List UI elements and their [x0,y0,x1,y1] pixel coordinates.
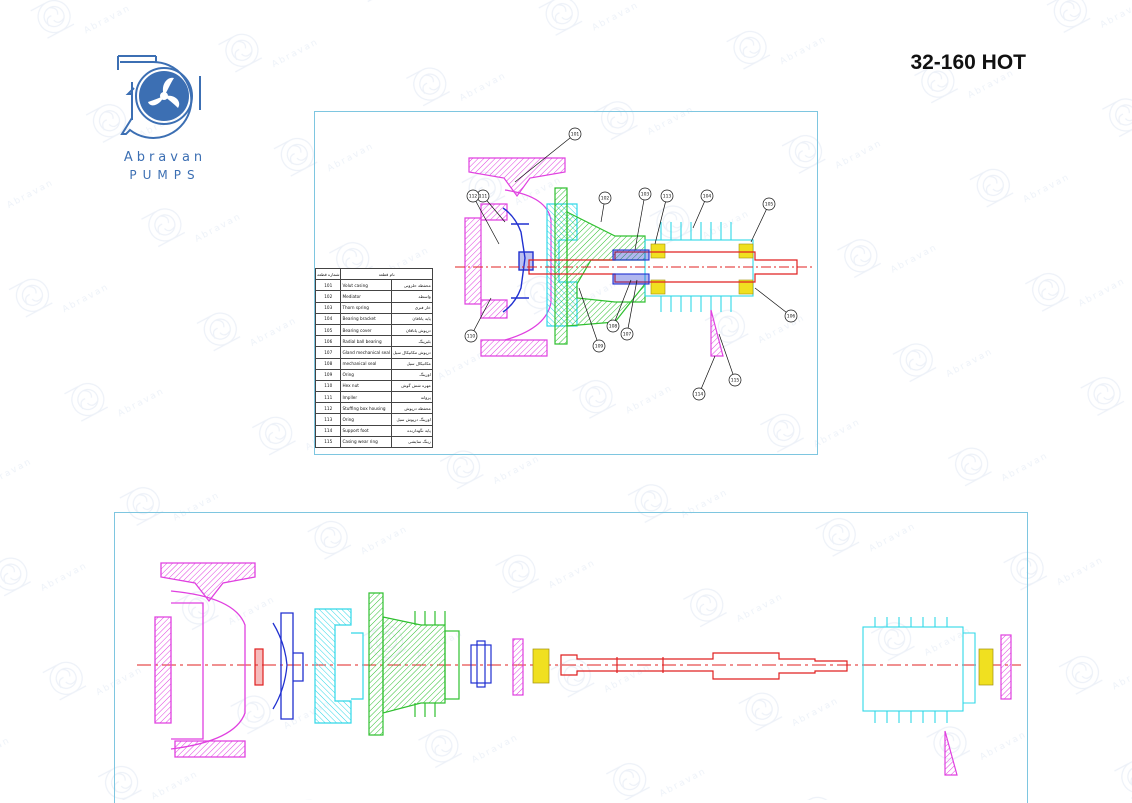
exploded-bearing-cover [512,638,524,696]
exploded-bearing-2 [978,648,994,686]
volute-casing [464,157,566,357]
callout-label: 115 [731,378,740,384]
part-name-en: Casing wear ring [340,435,392,449]
callout-label: 112 [469,194,478,200]
stuffing-box-housing [554,187,646,345]
exploded-casing-wear-ring [254,648,264,686]
exploded-stuffing-box-housing [368,592,460,736]
callout-label: 101 [571,132,580,138]
callout-107: 107 [620,279,638,341]
exploded-support-foot [944,730,958,776]
callout-108: 108 [606,279,632,333]
callout-109: 109 [578,287,606,353]
bearing-bracket [644,222,754,312]
callout-label: 108 [609,324,618,330]
callout-102: 102 [598,191,612,223]
callout-103: 103 [634,187,652,251]
callout-label: 105 [765,202,774,208]
callout-label: 109 [595,344,604,350]
callout-label: 107 [623,332,632,338]
callout-110: 110 [464,297,492,343]
callout-label: 111 [479,194,488,200]
exploded-volute-casing [154,562,256,758]
callout-113: 113 [654,189,674,245]
callout-111: 111 [476,189,506,223]
callout-label: 110 [467,334,476,340]
part-number: 115 [314,435,342,449]
radial-ball-bearing [650,243,754,295]
exploded-bearing-bracket [862,617,976,723]
callout-115: 115 [718,333,742,387]
exploded-impeller [272,612,304,720]
mechanical-seal [612,249,650,285]
brand-logo: Abravan PUMPS [100,48,230,188]
pump-logo-icon [117,55,201,139]
callout-104: 104 [692,189,714,229]
callout-label: 103 [641,192,650,198]
part-number: 114 [314,424,342,437]
exploded-bearing-1 [532,648,550,684]
callout-105: 105 [750,197,776,243]
support-foot [710,309,724,357]
exploded-gland-mechanical-seal [470,640,492,688]
callout-112: 112 [466,189,500,245]
exploded-pump-view [137,562,1021,776]
exploded-shaft [560,652,848,680]
brand-subtitle: PUMPS [129,168,201,182]
callout-label: 113 [663,194,672,200]
callout-114: 114 [692,355,716,401]
callout-label: 104 [703,194,712,200]
exploded-mediator [314,608,364,724]
callout-101: 101 [514,127,582,183]
exploded-view-frame [114,512,1028,803]
callout-106: 106 [754,287,798,323]
part-name-fa: رینگ سایشی [390,435,433,449]
callout-label: 106 [787,314,796,320]
callout-label: 114 [695,392,704,398]
brand-name: Abravan [123,150,207,165]
exploded-bearing-cover-2 [1000,634,1012,700]
callout-label: 102 [601,196,610,202]
model-title: 32-160 HOT [910,51,1026,74]
